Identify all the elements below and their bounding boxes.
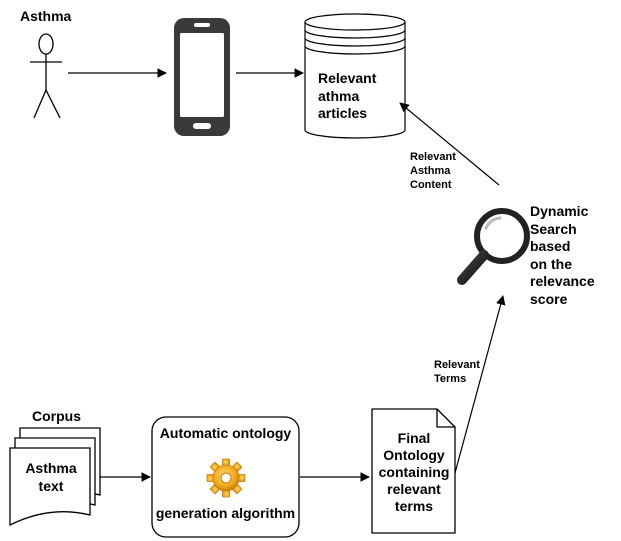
folded-document-icon (371, 408, 456, 534)
stick-figure-icon (30, 33, 62, 119)
arrow-search-to-database (399, 102, 500, 186)
gear-icon (206, 458, 246, 498)
terms-edge-label: Relevant Terms (434, 359, 480, 385)
content-edge-label: Relevant Asthma Content (410, 151, 456, 191)
user-label: Asthma (20, 8, 72, 24)
algorithm-label-bottom: generation algorithm (155, 505, 296, 521)
arrow-ontology-to-search (454, 295, 506, 474)
magnifying-glass-icon (457, 208, 530, 285)
database-cylinder-icon (304, 13, 406, 139)
ontology-label: Final Ontology containing relevant terms (378, 430, 450, 515)
database-label: Relevant athma articles (318, 70, 377, 121)
corpus-title: Corpus (32, 408, 81, 424)
corpus-label: Asthma text (25, 460, 77, 494)
smartphone-icon (174, 18, 230, 136)
algorithm-label-top: Automatic ontology (159, 425, 292, 441)
search-label: Dynamic Search based on the relevance sc… (530, 203, 595, 307)
document-stack-icon (9, 427, 101, 527)
